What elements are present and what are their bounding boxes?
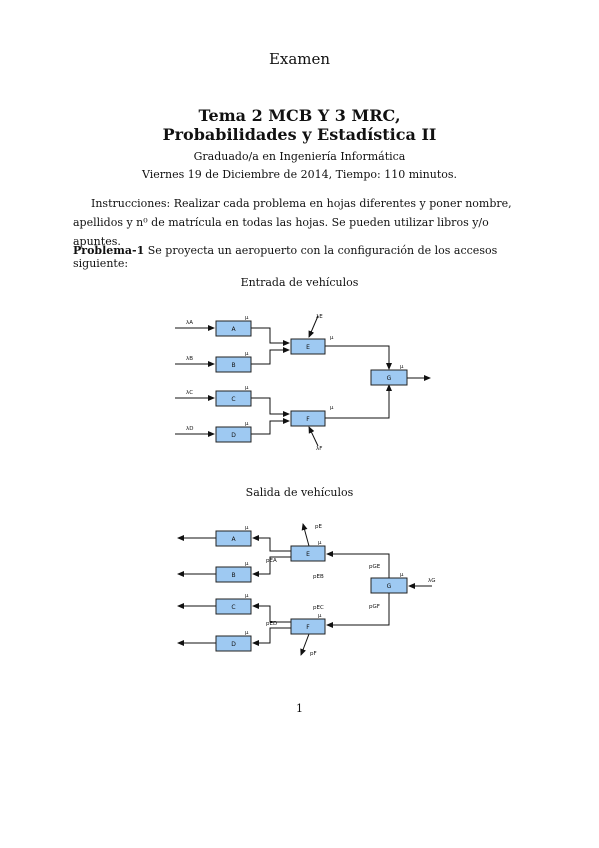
arrow-g-f <box>326 593 390 628</box>
station-b-box <box>215 356 252 373</box>
box-label-g: G <box>387 375 392 382</box>
station-d-box <box>215 635 252 652</box>
station-c-box <box>215 598 252 615</box>
arrow-d-f <box>251 418 290 435</box>
lambda-f-label: λF <box>316 446 322 452</box>
station-b-box <box>215 566 252 583</box>
page-header: Examen <box>268 50 331 68</box>
lambda-a-label: λA <box>186 320 193 326</box>
problem-label: Problema-1 <box>73 244 145 257</box>
arrow-f-c <box>252 603 291 623</box>
subtitle: Graduado/a en Ingeniería Informática <box>193 150 406 163</box>
station-e-box <box>290 545 326 562</box>
mu-label-e: μ <box>318 540 322 546</box>
prob-pge-label: pGE <box>369 564 381 570</box>
station-f-box <box>290 410 326 427</box>
lambda-b-label: λB <box>186 356 193 362</box>
box-label-e: E <box>306 344 310 351</box>
mu-label-a: μ <box>245 525 249 531</box>
box-label-b: B <box>231 572 235 579</box>
box-label-a: A <box>231 536 236 543</box>
box-label-a: A <box>231 326 236 333</box>
lambda-c-label: λC <box>186 390 193 396</box>
station-f-box <box>290 618 326 635</box>
arrow-f-g <box>325 384 392 419</box>
station-g-box <box>370 369 408 386</box>
lambda-e-label: λE <box>316 314 323 320</box>
arrow-in-e <box>308 315 319 338</box>
diagram-entrada: A B C D E F G μ μ μ μ μ μ μ λA λB λC λD … <box>175 314 431 452</box>
station-c-box <box>215 390 252 407</box>
prob-peb-label: pEB <box>313 574 324 580</box>
arrow-e-b <box>252 556 291 577</box>
box-label-f: F <box>306 416 310 423</box>
diagram-salida-caption: Salida de vehículos <box>245 486 354 499</box>
problem-statement: Problema-1 Se proyecta un aeropuerto con… <box>73 244 543 270</box>
box-label-d: D <box>231 432 236 439</box>
diagram-salida: A B C D E F G μ μ μ μ μ μ μ λG pE pEA pE… <box>177 523 436 657</box>
station-e-box <box>290 338 326 355</box>
mu-label-c: μ <box>245 385 249 391</box>
arrow-b-e <box>251 347 290 365</box>
box-label-b: B <box>231 362 235 369</box>
lambda-d-label: λD <box>186 426 194 432</box>
box-label-d: D <box>231 641 236 648</box>
station-a-box <box>215 320 252 337</box>
mu-label-f: μ <box>330 405 334 411</box>
station-a-box <box>215 530 252 547</box>
station-g-box <box>370 577 408 594</box>
mu-label-c: μ <box>245 593 249 599</box>
box-label-g: G <box>387 583 392 590</box>
prob-pgf-label: pGF <box>369 604 380 610</box>
mu-label-d: μ <box>245 421 249 427</box>
station-d-box <box>215 426 252 443</box>
arrow-a-e <box>251 327 290 346</box>
prob-pec-label: pEC <box>313 605 324 611</box>
mu-label-e: μ <box>330 335 334 341</box>
title-line-2: Probabilidades y Estadística II <box>162 125 437 144</box>
lambda-g-label: λG <box>428 578 436 584</box>
arrow-f-d <box>252 627 291 646</box>
mu-label-g: μ <box>400 572 404 578</box>
box-label-f: F <box>306 624 310 631</box>
box-label-c: C <box>231 396 235 403</box>
problem-text: Se proyecta un aeropuerto con la configu… <box>73 244 498 270</box>
diagram-entrada-caption: Entrada de vehículos <box>240 276 359 289</box>
prob-pf-label: pF <box>310 651 317 657</box>
box-label-c: C <box>231 604 235 611</box>
mu-label-a: μ <box>245 315 249 321</box>
mu-label-f: μ <box>318 613 322 619</box>
page-number: 1 <box>296 702 303 715</box>
arrow-g-e <box>326 551 390 578</box>
arrow-e-a <box>252 535 291 552</box>
mu-label-b: μ <box>245 351 249 357</box>
mu-label-g: μ <box>400 364 404 370</box>
arrow-f-exit <box>300 633 310 656</box>
arrow-in-f <box>308 426 319 447</box>
title-line-1: Tema 2 MCB Y 3 MRC, <box>198 106 401 125</box>
box-label-e: E <box>306 551 310 558</box>
arrow-e-exit <box>301 523 310 547</box>
arrow-e-g <box>325 345 392 370</box>
date-line: Viernes 19 de Diciembre de 2014, Tiempo:… <box>141 168 458 181</box>
arrow-c-f <box>251 397 290 417</box>
mu-label-d: μ <box>245 630 249 636</box>
prob-pe-label: pE <box>315 524 322 530</box>
mu-label-b: μ <box>245 561 249 567</box>
prob-pea-label: pEA <box>266 558 277 564</box>
prob-ped-label: pED <box>266 621 277 627</box>
instructions: Instrucciones: Realizar cada problema en… <box>73 197 512 248</box>
